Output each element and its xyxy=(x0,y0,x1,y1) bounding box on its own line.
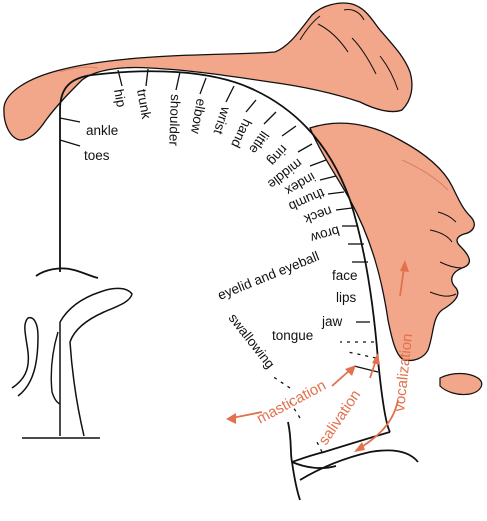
label-lips: lips xyxy=(336,290,357,305)
label-swallowing: swallowing xyxy=(226,311,278,372)
cross-section-sketch xyxy=(12,288,132,438)
label-brow: brow xyxy=(309,223,342,246)
function-labels: mastication salivation vocalization xyxy=(254,333,416,449)
label-ankle: ankle xyxy=(86,123,118,138)
label-tongue: tongue xyxy=(272,328,313,343)
label-hip: hip xyxy=(111,88,129,108)
label-salivation: salivation xyxy=(315,387,364,448)
label-face: face xyxy=(332,268,358,283)
label-jaw: jaw xyxy=(321,314,343,329)
label-shoulder: shoulder xyxy=(166,94,183,147)
label-eyelid-and-eyeball: eyelid and eyeball xyxy=(216,248,322,302)
label-wrist: wrist xyxy=(210,104,233,136)
label-mastication: mastication xyxy=(254,377,329,428)
label-elbow: elbow xyxy=(188,97,209,135)
homunculus-tongue xyxy=(440,374,482,395)
label-toes: toes xyxy=(84,148,110,163)
label-trunk: trunk xyxy=(134,88,154,120)
